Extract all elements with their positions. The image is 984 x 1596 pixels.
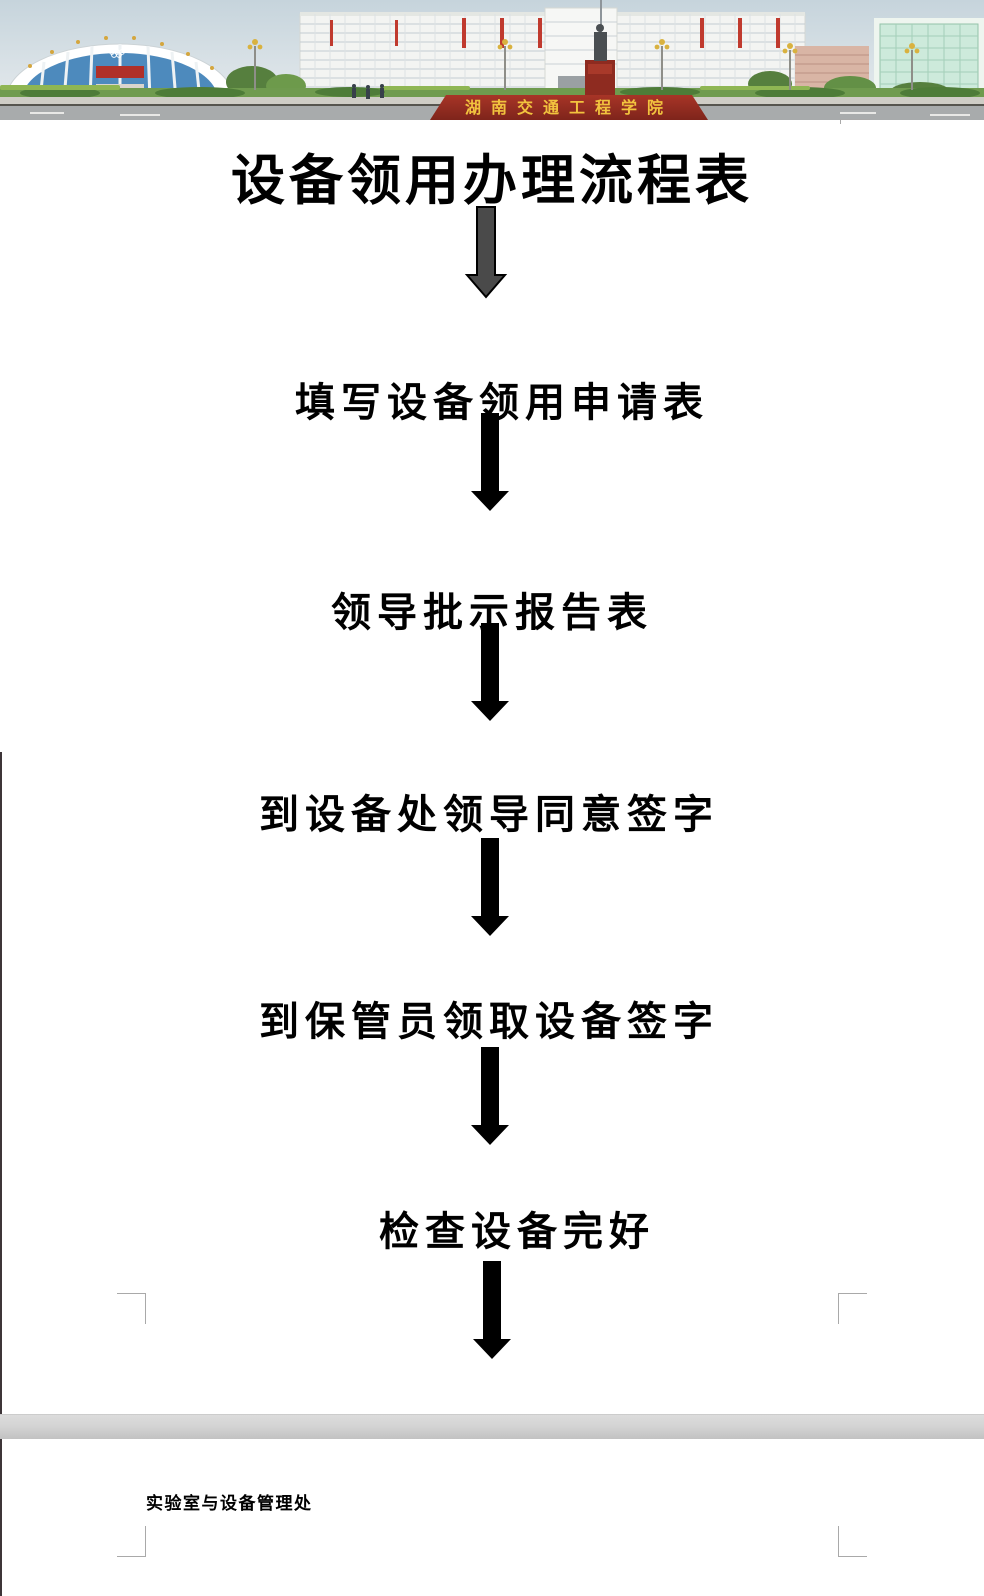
down-arrow-icon [471, 1047, 509, 1145]
down-arrow-icon [471, 413, 509, 511]
text-boundary-mark-bottom-right-h [838, 1556, 867, 1557]
text-boundary-mark-bottom-left-v [145, 1526, 146, 1557]
page-left-border [0, 752, 2, 1596]
text-boundary-mark-bottom-right-v [838, 1526, 839, 1557]
red-banners [330, 18, 780, 48]
hedge-row [0, 88, 984, 99]
text-boundary-mark-top-right-v [838, 1293, 839, 1324]
text-boundary-mark-top-left-h [117, 1293, 146, 1294]
text-boundary-mark-banner-right-v [840, 119, 841, 124]
flow-step-5: 检查设备完好 [379, 1210, 655, 1254]
gym-sign [96, 66, 144, 78]
flow-step-3: 到设备处领导同意签字 [259, 793, 719, 837]
gate-sign-text: 湖南交通工程学院 [465, 98, 673, 117]
text-boundary-mark-top-right-h [838, 1293, 867, 1294]
lamp-posts [247, 39, 920, 90]
down-arrow-icon [471, 623, 509, 721]
down-arrow-icon [473, 1261, 511, 1359]
campus-photo-banner: 湖南交通工程学院 [0, 0, 984, 120]
statue [585, 24, 615, 96]
text-boundary-mark-bottom-left-h [117, 1556, 146, 1557]
gate-sign: 湖南交通工程学院 [430, 95, 708, 120]
page-separator-bar [0, 1414, 984, 1439]
down-arrow-gray-icon [464, 206, 508, 299]
text-boundary-mark-top-left-v [145, 1293, 146, 1324]
olympic-rings-icon [109, 49, 125, 58]
main-building [299, 7, 806, 96]
text-boundary-mark-banner-right-h [840, 119, 870, 120]
footer-department-label: 实验室与设备管理处 [146, 1494, 313, 1513]
page-title: 设备领用办理流程表 [231, 151, 753, 211]
down-arrow-icon [471, 838, 509, 936]
gold-finials [28, 36, 214, 70]
flow-step-4: 到保管员领取设备签字 [259, 1000, 719, 1044]
pedestrians [352, 84, 384, 99]
